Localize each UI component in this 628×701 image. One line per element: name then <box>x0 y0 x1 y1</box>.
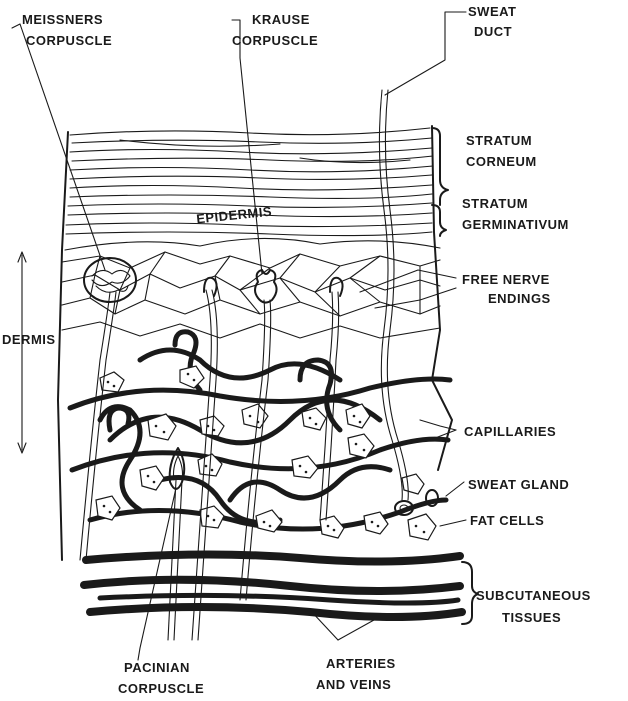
label-arteries-1: ARTERIES <box>326 656 396 671</box>
label-sweat-duct-1: SWEAT <box>468 4 516 19</box>
stratum-germinativum-cells <box>62 238 440 338</box>
label-stratum-corneum-1: STRATUM <box>466 133 532 148</box>
label-dermis: DERMIS <box>2 332 56 347</box>
label-capillaries: CAPILLARIES <box>464 424 556 439</box>
label-free-nerve-1: FREE NERVE <box>462 272 550 287</box>
label-meissners-1: MEISSNERS <box>22 12 103 27</box>
label-stratum-corneum-2: CORNEUM <box>466 154 537 169</box>
label-free-nerve-2: ENDINGS <box>488 291 551 306</box>
label-stratum-germ-2: GERMINATIVUM <box>462 217 569 232</box>
label-subcutaneous-1: SUBCUTANEOUS <box>476 588 591 603</box>
label-sweat-duct-2: DUCT <box>474 24 512 39</box>
label-meissners-2: CORPUSCLE <box>26 33 112 48</box>
label-epidermis: EPIDERMIS <box>196 204 273 227</box>
label-pacinian-2: CORPUSCLE <box>118 681 204 696</box>
label-arteries-2: AND VEINS <box>316 677 391 692</box>
label-krause-1: KRAUSE <box>252 12 310 27</box>
label-krause-2: CORPUSCLE <box>232 33 318 48</box>
label-subcutaneous-2: TISSUES <box>502 610 561 625</box>
krause-corpuscle-shape <box>255 270 277 303</box>
label-stratum-germ-1: STRATUM <box>462 196 528 211</box>
diagram-labels: MEISSNERS CORPUSCLE KRAUSE CORPUSCLE SWE… <box>2 4 591 696</box>
subcutaneous-bands <box>84 554 462 617</box>
label-fat-cells: FAT CELLS <box>470 513 544 528</box>
label-pacinian-1: PACINIAN <box>124 660 190 675</box>
label-sweat-gland: SWEAT GLAND <box>468 477 569 492</box>
capillary-network <box>70 332 450 529</box>
